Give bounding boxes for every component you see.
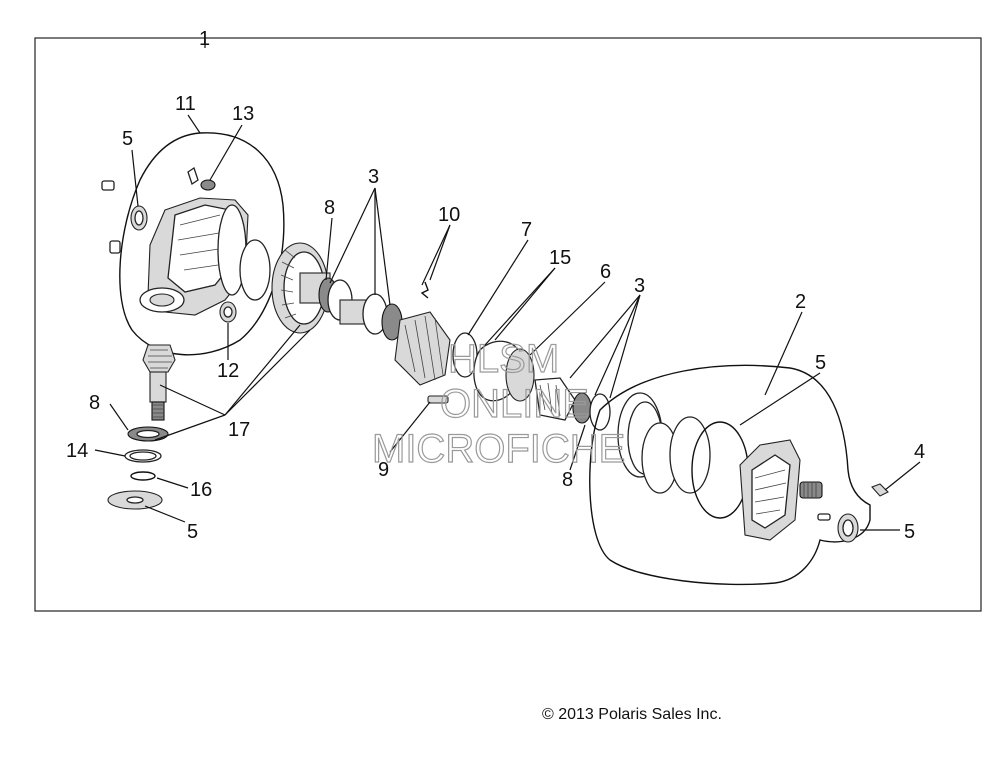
spring-10: [420, 281, 429, 299]
callout-14: 14: [66, 440, 88, 462]
watermark: HLSM ONLINE MICROFICHE: [371, 336, 626, 471]
seal-ring-c: [669, 416, 711, 494]
housing-outline-blob: [119, 132, 285, 356]
callout-5-right: 5: [904, 521, 915, 543]
callout-11: 11: [175, 93, 196, 115]
callout-12: 12: [217, 360, 239, 382]
callout-6: 6: [600, 261, 611, 283]
rear-cover-group: [589, 364, 889, 586]
callout-5-left: 5: [122, 128, 133, 150]
ring-16: [130, 471, 156, 481]
leader-lines: [94, 38, 921, 531]
diagram-frame: [34, 37, 982, 612]
spline-hub: [799, 481, 823, 499]
callout-4: 4: [914, 441, 925, 463]
callout-15: 15: [549, 247, 571, 269]
callout-16: 16: [190, 479, 212, 501]
callout-8-lower: 8: [89, 392, 100, 414]
ring-gear-shim: [239, 239, 271, 301]
callout-9: 9: [378, 459, 389, 481]
callout-3-center: 3: [368, 166, 379, 188]
callout-5-bottom: 5: [187, 521, 198, 543]
callout-2: 2: [795, 291, 806, 313]
callout-8-upper: 8: [324, 197, 335, 219]
callout-1: 1: [199, 28, 210, 50]
copyright-notice: © 2013 Polaris Sales Inc.: [542, 706, 722, 723]
callout-7: 7: [521, 219, 532, 241]
pinion-stack: [107, 344, 176, 510]
bolt-4: [871, 483, 889, 497]
roller-cage: [394, 281, 451, 386]
callout-17: 17: [228, 419, 250, 441]
dowel-pin: [817, 513, 831, 521]
front-housing-group: [89, 132, 285, 356]
breather-tube: [90, 185, 116, 249]
callout-8-right: 8: [562, 469, 573, 491]
clutch-plates: [452, 332, 611, 431]
vent-fitting: [187, 166, 199, 186]
ring-gear-assembly: [271, 242, 403, 341]
watermark-line-2: ONLINE: [440, 382, 589, 426]
plate-6: [505, 348, 535, 402]
callout-10: 10: [438, 204, 460, 226]
callout-5-oring: 5: [815, 352, 826, 374]
callout-labels: 1 11 13 5 3 8 10 7 15 6 3 2 5 4 5 12 8 1…: [66, 28, 925, 543]
callout-3-right: 3: [634, 275, 645, 297]
watermark-line-1: HLSM: [448, 337, 559, 381]
watermark-line-3: MICROFICHE: [372, 427, 625, 471]
pin-9: [427, 395, 449, 404]
pinion-gear: [142, 344, 176, 373]
callout-13: 13: [232, 103, 254, 125]
